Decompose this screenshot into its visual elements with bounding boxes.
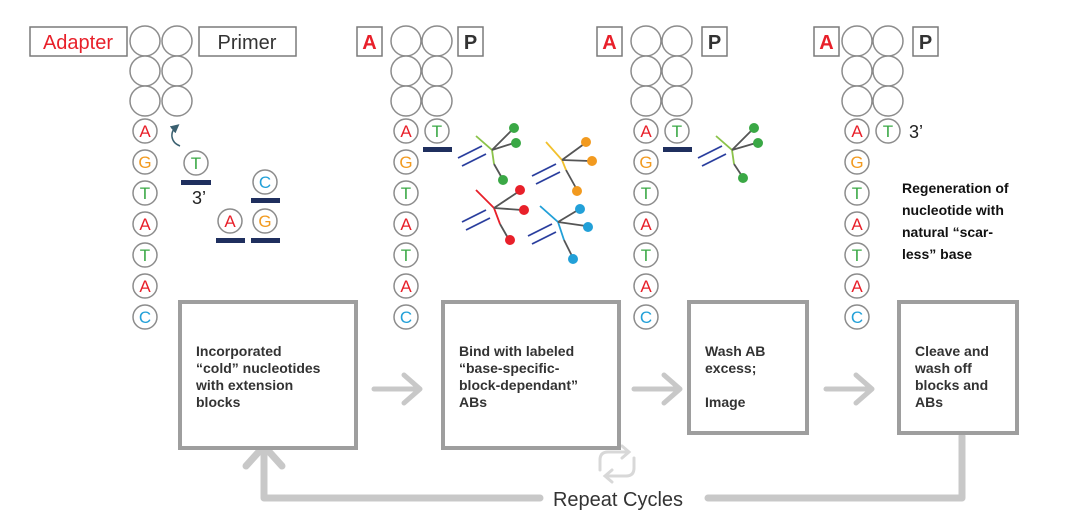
antibody-blue [527,204,593,264]
three-prime-label: 3’ [909,122,923,142]
panel-3: A P A G T A T A C T [596,25,763,330]
repeat-cycles-label: Repeat Cycles [553,489,683,511]
primer-label-box [701,26,728,57]
adapter-label-box [356,26,383,57]
adapter-primer-circles [630,25,693,117]
adapter-primer-circles [129,25,193,117]
template-base: C [640,308,652,327]
primer-label-box [912,26,939,57]
right-arrow-icon [823,372,875,406]
template-base: A [851,122,863,141]
template-base: T [140,184,150,203]
right-arrow-icon [371,372,423,406]
template-base: C [851,308,863,327]
template-base: T [852,246,862,265]
template-base: A [400,122,412,141]
template-base: A [851,277,863,296]
template-base: T [401,246,411,265]
template-base: T [852,184,862,203]
regenerated-base: T [883,122,893,141]
template-base: A [400,277,412,296]
nucleotide-a: A [224,212,236,231]
template-strand-1: A G T A T A C [132,118,158,330]
template-base: T [641,184,651,203]
antibody-red [461,185,529,245]
extension-block [663,147,692,152]
regeneration-note: Regeneration of nucleotide with natural … [902,180,1009,262]
bound-antibody-green [697,123,763,183]
antibody-green [457,123,521,185]
adapter-primer-circles [390,25,453,117]
nucleotide-g: G [258,212,271,231]
adapter-primer-circles [841,25,904,117]
template-base: A [400,215,412,234]
curved-arrow-icon [169,124,181,147]
template-base: C [400,308,412,327]
panel-1: Adapter Primer A G T A T A C T [29,25,297,330]
template-strand-3: A G T A T A C T [633,118,692,330]
right-arrow-icon [631,372,683,406]
template-base: T [641,246,651,265]
adapter-label: Adapter [43,32,113,54]
extension-block [181,180,211,185]
adapter-label-box [29,26,128,57]
primer-label-box [198,26,297,57]
template-base: G [639,153,652,172]
extension-block [216,238,245,243]
incorporated-base: T [672,122,682,141]
adapter-short-label: A [362,32,376,54]
incoming-nucleotides: T 3’ C G A [181,150,280,243]
template-base: A [851,215,863,234]
panel-2: A P A G T A T A C T [356,25,597,330]
extension-block [251,198,280,203]
template-base: A [139,122,151,141]
nucleotide-c: C [259,173,271,192]
primer-label-box [457,26,484,57]
step-text-3: Wash AB excess; Image [705,343,766,410]
step-text-4: Cleave and wash off blocks and ABs [915,343,989,410]
template-base: A [139,277,151,296]
extension-block [251,238,280,243]
template-base: A [139,215,151,234]
template-base: T [401,184,411,203]
step-text-1: Incorporated “cold” nucleotides with ext… [196,343,321,410]
adapter-short-label: A [819,32,833,54]
incorporated-base: T [432,122,442,141]
template-strand-4: A G T A T A C T 3’ [844,118,923,330]
template-base: A [640,215,652,234]
primer-label: Primer [218,32,277,54]
panel-4: A P A G T A T A C T 3’ [813,25,939,330]
template-base: C [139,308,151,327]
template-base: G [399,153,412,172]
step-box-3: Wash AB excess; Image [687,300,809,435]
template-base: A [640,122,652,141]
flow-arrows [371,372,875,406]
extension-block [423,147,452,152]
adapter-label-box [813,26,840,57]
step-box-1: Incorporated “cold” nucleotides with ext… [178,300,358,450]
template-base: G [138,153,151,172]
primer-short-label: P [919,32,932,54]
antibody-orange [531,137,597,196]
labeled-antibodies [457,123,597,264]
template-base: T [140,246,150,265]
adapter-short-label: A [602,32,616,54]
three-prime-label: 3’ [192,188,206,208]
template-strand-2: A G T A T A C T [393,118,452,330]
adapter-label-box [596,26,623,57]
step-box-4: Cleave and wash off blocks and ABs [897,300,1019,435]
primer-short-label: P [708,32,721,54]
cycle-icon [598,444,636,484]
nucleotide-t: T [191,154,201,173]
primer-short-label: P [464,32,477,54]
step-box-2: Bind with labeled “base-specific- block-… [441,300,621,450]
template-base: G [850,153,863,172]
step-text-2: Bind with labeled “base-specific- block-… [459,343,579,410]
template-base: A [640,277,652,296]
